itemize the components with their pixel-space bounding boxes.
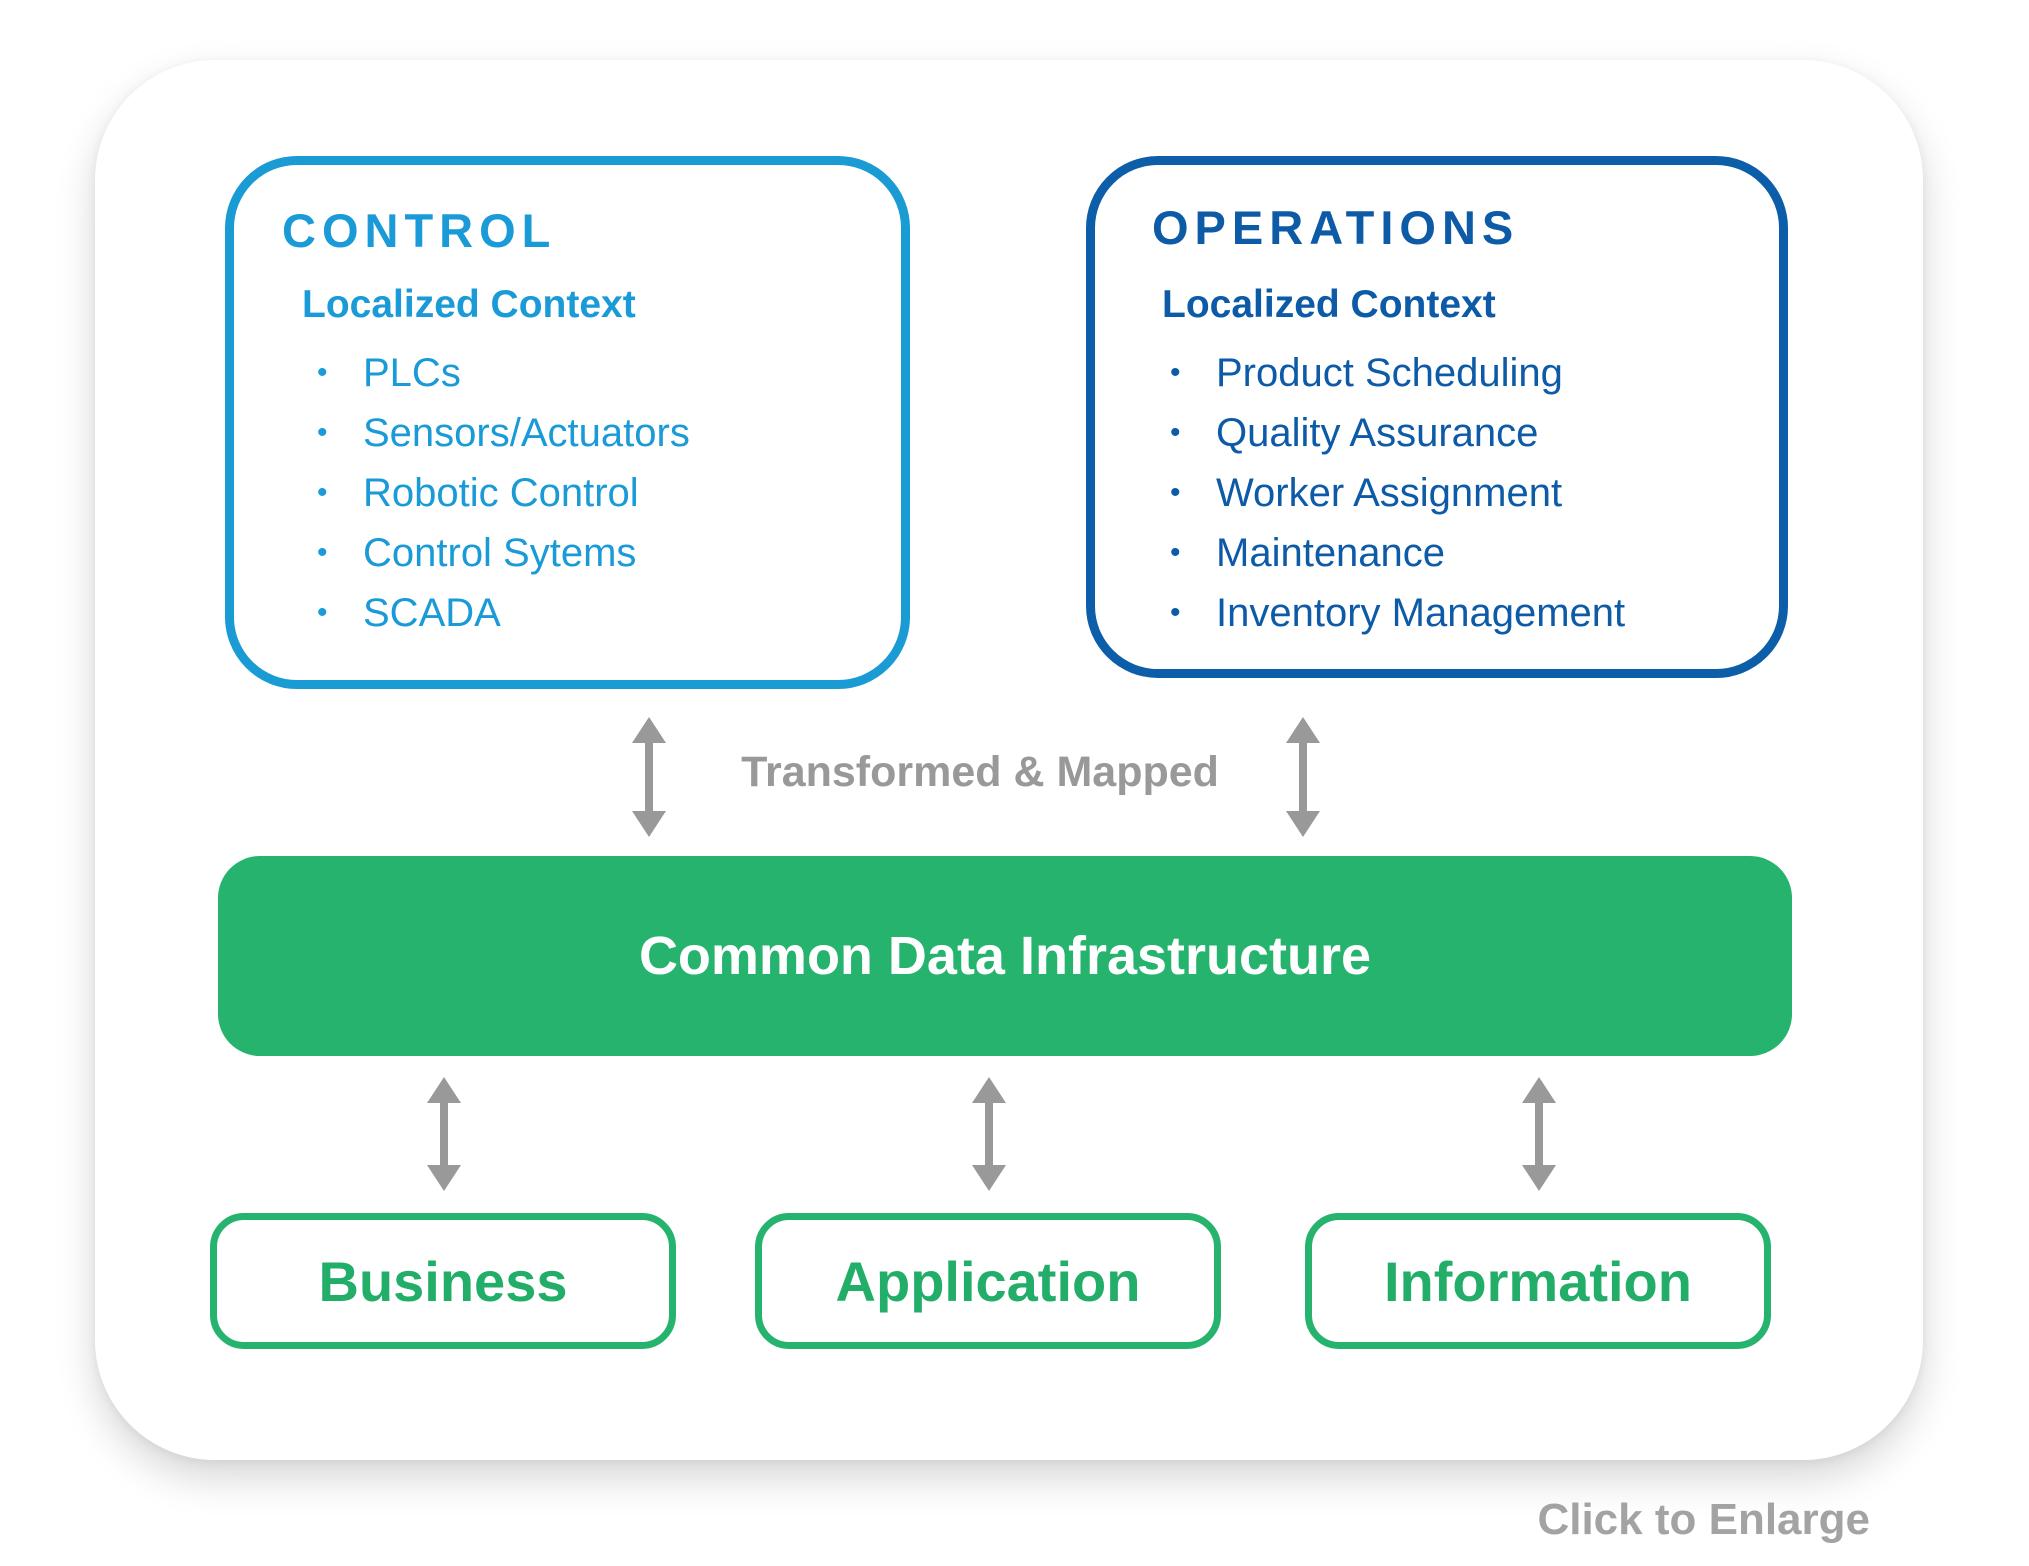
list-item: Inventory Management <box>1170 583 1625 643</box>
list-item: Robotic Control <box>317 463 690 523</box>
control-subtitle: Localized Context <box>302 283 636 326</box>
business-box: Business <box>210 1213 676 1349</box>
information-label: Information <box>1384 1249 1692 1313</box>
list-item: Sensors/Actuators <box>317 403 690 463</box>
list-item: Control Sytems <box>317 523 690 583</box>
list-item: PLCs <box>317 343 690 403</box>
double-arrow-icon <box>1522 1077 1556 1191</box>
list-item: Product Scheduling <box>1170 343 1625 403</box>
double-arrow-icon <box>1286 717 1320 837</box>
business-label: Business <box>318 1249 568 1313</box>
operations-box: OPERATIONS Localized Context Product Sch… <box>1086 156 1788 678</box>
double-arrow-icon <box>427 1077 461 1191</box>
operations-subtitle: Localized Context <box>1162 283 1496 326</box>
transformed-mapped-label: Transformed & Mapped <box>741 748 1219 796</box>
common-data-infrastructure: Common Data Infrastructure <box>218 856 1792 1056</box>
infrastructure-label: Common Data Infrastructure <box>638 926 1372 986</box>
control-title: CONTROL <box>282 204 557 257</box>
control-box: CONTROL Localized Context PLCs Sensors/A… <box>225 156 910 689</box>
list-item: Maintenance <box>1170 523 1625 583</box>
operations-list: Product Scheduling Quality Assurance Wor… <box>1170 343 1625 643</box>
list-item: SCADA <box>317 583 690 643</box>
click-to-enlarge-link[interactable]: Click to Enlarge <box>1537 1495 1870 1544</box>
list-item: Quality Assurance <box>1170 403 1625 463</box>
application-label: Application <box>835 1249 1141 1313</box>
operations-title: OPERATIONS <box>1152 201 1520 254</box>
double-arrow-icon <box>972 1077 1006 1191</box>
control-list: PLCs Sensors/Actuators Robotic Control C… <box>317 343 690 643</box>
double-arrow-icon <box>632 717 666 837</box>
information-box: Information <box>1305 1213 1771 1349</box>
list-item: Worker Assignment <box>1170 463 1625 523</box>
application-box: Application <box>755 1213 1221 1349</box>
